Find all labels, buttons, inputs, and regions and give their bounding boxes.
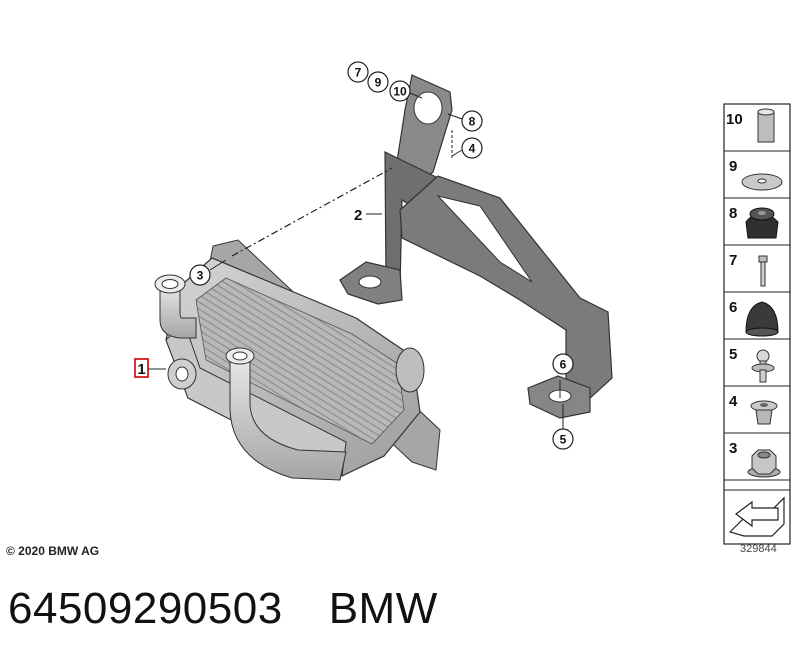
washer-icon bbox=[741, 173, 783, 191]
oil-cooler bbox=[154, 239, 441, 481]
legend-item-6-number: 6 bbox=[729, 299, 737, 316]
callout-5-number: 5 bbox=[560, 433, 567, 447]
callout-7-number: 7 bbox=[355, 66, 362, 80]
callout-4: 4 bbox=[451, 130, 483, 159]
callout-2-number: 2 bbox=[354, 207, 362, 224]
legend-item-8-number: 8 bbox=[729, 205, 737, 222]
legend-item-4-number: 4 bbox=[729, 393, 738, 410]
callout-4-number: 4 bbox=[469, 142, 476, 156]
legend-item-3-number: 3 bbox=[729, 440, 737, 457]
part-caption: 64509290503 BMW bbox=[8, 584, 438, 634]
copyright-text: © 2020 BMW AG bbox=[6, 544, 99, 558]
callout-5: 5 bbox=[552, 404, 574, 450]
parts-legend: 10 9 8 7 6 5 4 3 bbox=[723, 103, 791, 555]
callout-6-number: 6 bbox=[560, 358, 567, 372]
callout-9: 9 bbox=[367, 71, 389, 93]
callout-7: 7 bbox=[347, 61, 369, 83]
callout-10-number: 10 bbox=[393, 85, 407, 99]
callout-2: 2 bbox=[354, 207, 382, 224]
callout-3: 3 bbox=[189, 259, 227, 286]
callout-1-number: 1 bbox=[137, 361, 145, 378]
legend-item-7-number: 7 bbox=[729, 252, 737, 269]
callout-9-number: 9 bbox=[375, 76, 382, 90]
alignment-line bbox=[231, 167, 393, 257]
mounting-bracket bbox=[339, 74, 613, 419]
bolt-icon bbox=[758, 255, 768, 287]
legend-item-9-number: 9 bbox=[729, 158, 737, 175]
callout-8: 8 bbox=[447, 110, 483, 132]
hex-nut-icon bbox=[747, 449, 781, 478]
callout-3-number: 3 bbox=[197, 269, 204, 283]
part-number: 64509290503 bbox=[8, 584, 283, 633]
sleeve-icon bbox=[757, 108, 775, 143]
callout-6: 6 bbox=[552, 353, 574, 375]
grommet-icon bbox=[745, 301, 779, 337]
diagram-code: 329844 bbox=[740, 543, 777, 555]
callout-1: 1 bbox=[134, 358, 166, 378]
ball-stud-icon bbox=[751, 349, 775, 383]
legend-item-5-number: 5 bbox=[729, 346, 737, 363]
rivet-icon bbox=[750, 400, 778, 425]
callout-10: 10 bbox=[389, 80, 423, 102]
direction-arrow-icon bbox=[728, 496, 785, 537]
legend-item-10-number: 10 bbox=[726, 111, 743, 128]
callout-8-number: 8 bbox=[469, 115, 476, 129]
brand-name: BMW bbox=[328, 584, 438, 633]
rubber-mount-icon bbox=[745, 207, 779, 239]
